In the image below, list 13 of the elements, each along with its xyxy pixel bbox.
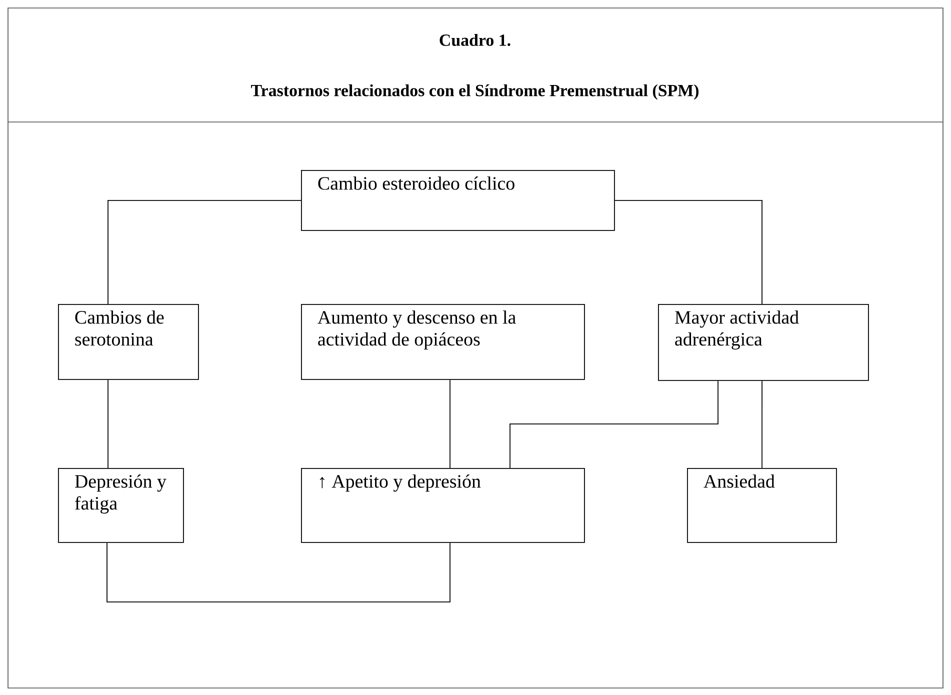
text-box: Cambios de serotonina — [58, 304, 199, 380]
table-heading: Trastornos relacionados con el Síndrome Premenstrual (SPM) — [251, 84, 698, 100]
table-title: Cuadro 1. — [440, 34, 510, 46]
connector-line — [106, 542, 450, 602]
text-box: Aumento y descenso en la actividad de opiáceos — [301, 304, 585, 380]
text-box: Ansiedad — [687, 468, 837, 543]
text-box: Mayor actividad adrenérgica — [658, 304, 869, 381]
connector-line — [614, 200, 762, 304]
text-box: Cambio esteroideo cíclico — [301, 170, 615, 231]
text-box: ↑ Apetito y depresión — [301, 468, 585, 543]
text-box: Depresión y fatiga — [58, 468, 184, 543]
connector-line — [108, 200, 302, 304]
connector-line — [510, 380, 718, 468]
